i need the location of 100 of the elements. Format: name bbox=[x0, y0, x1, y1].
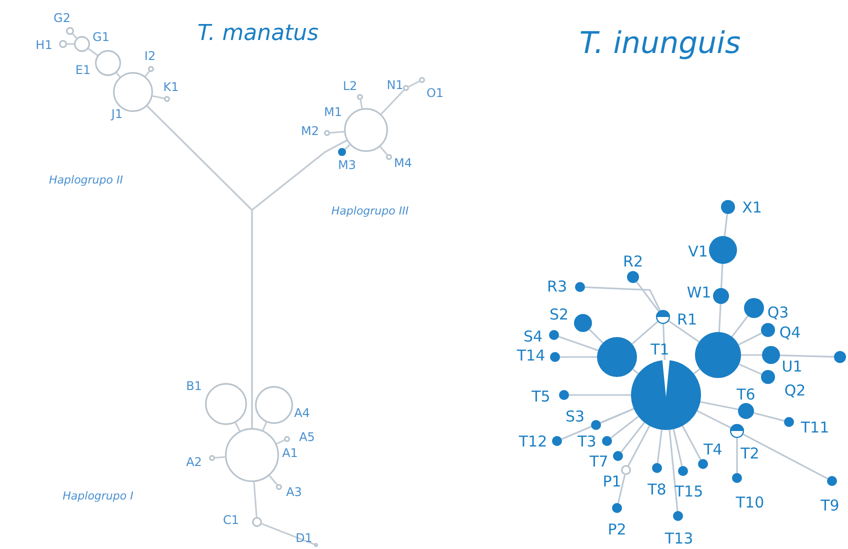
network-line bbox=[632, 368, 639, 374]
haplotype-circle bbox=[205, 383, 247, 425]
haplotype-label: T5 bbox=[532, 390, 550, 404]
haplotype-label: A3 bbox=[286, 486, 302, 498]
haplotype-label: R3 bbox=[547, 280, 567, 294]
network-line bbox=[253, 482, 258, 518]
haplotype-circle bbox=[738, 403, 754, 419]
haplotype-label: R1 bbox=[677, 312, 697, 328]
haplotype-circle bbox=[324, 130, 330, 136]
haplotype-circle bbox=[621, 465, 631, 475]
network-line bbox=[330, 130, 344, 134]
network-line bbox=[617, 474, 626, 504]
haplotype-label: P2 bbox=[608, 522, 626, 538]
network-line bbox=[754, 412, 784, 422]
network-line bbox=[214, 456, 226, 459]
haplotype-label: T10 bbox=[736, 496, 764, 510]
network-line bbox=[672, 429, 683, 466]
haplotype-label: T7 bbox=[590, 454, 608, 470]
haplotype-label: D1 bbox=[296, 532, 312, 544]
haplotype-label: W1 bbox=[686, 286, 712, 300]
haplotype-label: M1 bbox=[324, 106, 342, 118]
group-label: Haplogrupo III bbox=[331, 206, 409, 216]
haplotype-circle bbox=[730, 424, 744, 438]
haplotype-circle bbox=[709, 236, 737, 264]
network-line bbox=[718, 304, 722, 332]
haplotype-label: O1 bbox=[426, 87, 444, 99]
haplotype-label: T2 bbox=[740, 446, 760, 462]
haplotype-label: S2 bbox=[549, 308, 569, 322]
network-line bbox=[558, 336, 598, 352]
network-line bbox=[731, 315, 749, 338]
haplotype-label: R2 bbox=[623, 254, 643, 270]
haplotype-label: T6 bbox=[736, 388, 756, 402]
haplotype-label: U1 bbox=[782, 360, 802, 374]
haplotype-circle bbox=[209, 455, 215, 461]
group-label: Haplogrupo II bbox=[49, 174, 123, 186]
haplotype-label: T4 bbox=[704, 442, 722, 458]
haplotype-circle bbox=[419, 77, 425, 83]
haplotype-circle bbox=[613, 451, 623, 461]
network-line bbox=[234, 422, 240, 432]
network-line bbox=[561, 408, 634, 440]
haplotype-circle bbox=[575, 282, 585, 292]
network-line bbox=[569, 394, 631, 396]
haplotype-label: A4 bbox=[294, 407, 310, 419]
haplotype-label: T8 bbox=[648, 482, 666, 498]
haplotype-label: C1 bbox=[223, 514, 239, 526]
haplotype-circle bbox=[255, 386, 293, 424]
haplotype-label: I2 bbox=[144, 50, 156, 62]
haplotype-circle bbox=[713, 288, 729, 304]
haplotype-circle bbox=[74, 36, 90, 52]
network-line bbox=[408, 80, 420, 88]
haplotype-label: N1 bbox=[386, 79, 404, 91]
network-line bbox=[696, 410, 732, 429]
haplotype-label: T9 bbox=[820, 498, 840, 514]
haplotype-circle bbox=[597, 337, 637, 377]
haplotype-label: T13 bbox=[664, 532, 694, 546]
haplotype-circle bbox=[627, 271, 639, 283]
network-line bbox=[380, 90, 404, 115]
haplotype-label: E1 bbox=[75, 64, 91, 76]
network-line bbox=[668, 320, 700, 343]
group-label: Haplogrupo I bbox=[62, 490, 134, 502]
network-line bbox=[262, 422, 268, 431]
haplotype-circle bbox=[784, 417, 794, 427]
network-line bbox=[152, 95, 164, 100]
network-line bbox=[632, 321, 658, 344]
haplotype-label: T3 bbox=[578, 434, 596, 450]
haplotype-circle bbox=[834, 351, 846, 363]
haplotype-circle bbox=[284, 436, 290, 442]
haplotype-label: T12 bbox=[518, 434, 548, 450]
haplotype-circle bbox=[386, 154, 392, 160]
network-line bbox=[742, 434, 828, 480]
network-line bbox=[668, 430, 678, 512]
haplotype-circle bbox=[678, 466, 688, 476]
haplotype-circle bbox=[744, 298, 764, 318]
haplotype-circle bbox=[66, 27, 74, 35]
haplotype-circle bbox=[732, 473, 742, 483]
haplotype-circle bbox=[338, 148, 346, 156]
network-line bbox=[628, 426, 650, 466]
haplotype-label: T1 bbox=[650, 342, 670, 358]
network-line bbox=[276, 439, 285, 445]
haplotype-label: Q2 bbox=[784, 384, 806, 398]
haplotype-circle bbox=[164, 96, 170, 102]
network-line bbox=[116, 72, 121, 78]
network-line bbox=[268, 475, 278, 486]
haplotype-circle bbox=[652, 463, 662, 473]
haplotype-circle bbox=[673, 511, 683, 521]
haplotype-label: A5 bbox=[299, 431, 315, 443]
haplotype-label: L2 bbox=[342, 80, 358, 92]
network-line bbox=[620, 422, 646, 453]
haplotype-circle bbox=[344, 108, 388, 152]
haplotype-circle bbox=[721, 200, 735, 214]
network-line bbox=[344, 144, 350, 150]
network-line bbox=[738, 364, 762, 375]
haplotype-label: M4 bbox=[394, 157, 412, 169]
network-line bbox=[656, 430, 662, 464]
haplotype-label: A2 bbox=[186, 456, 202, 468]
haplotype-label: A1 bbox=[282, 447, 298, 459]
haplotype-label: J1 bbox=[111, 108, 123, 120]
haplotype-circle bbox=[591, 420, 601, 430]
network-line bbox=[88, 48, 98, 56]
haplotype-label: S3 bbox=[565, 410, 585, 424]
